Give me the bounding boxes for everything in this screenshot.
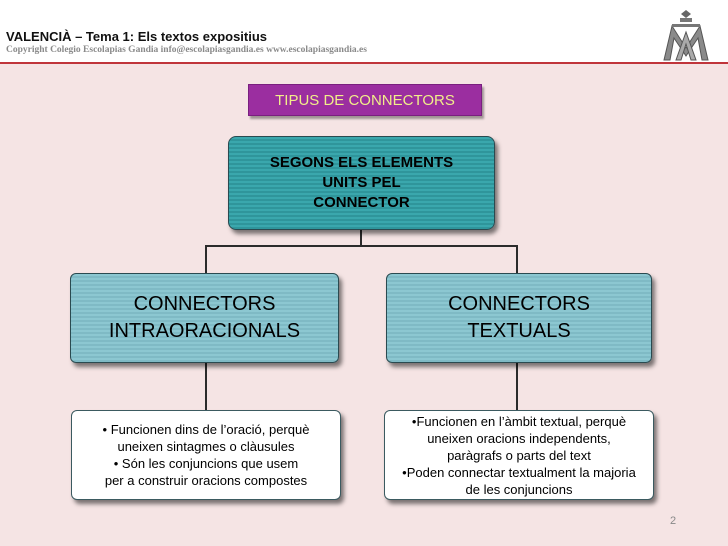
diagram-title: TIPUS DE CONNECTORS <box>248 84 482 116</box>
left-detail-1: • Funcionen dins de l’oració, perquè <box>102 422 310 437</box>
connector-root-down <box>360 228 362 246</box>
left-detail-4: per a construir oracions compostes <box>104 473 308 488</box>
left-heading-line-1: CONNECTORS <box>133 293 276 315</box>
right-detail-5: de les conjuncions <box>465 481 573 497</box>
textuals-details: •Funcionen en l’àmbit textual, perquè un… <box>384 410 654 500</box>
connector-left-leaf <box>205 361 207 410</box>
left-detail-2: uneixen sintagmes o clàusules <box>117 439 295 454</box>
right-detail-4: •Poden connectar textualment la majoria <box>402 464 636 480</box>
connector-horizontal <box>205 245 518 247</box>
right-detail-3: paràgrafs o parts del text <box>447 447 591 463</box>
connector-left-drop <box>205 245 207 273</box>
textuals-node: CONNECTORS TEXTUALS <box>386 273 652 363</box>
right-heading-line-2: TEXTUALS <box>467 320 571 342</box>
right-heading-line-1: CONNECTORS <box>448 293 590 315</box>
intraoracionals-node: CONNECTORS INTRAORACIONALS <box>70 273 339 363</box>
page-number: 2 <box>670 515 677 527</box>
copyright-text: Copyright Colegio Escolapias Gandia info… <box>6 45 367 55</box>
intraoracionals-details: • Funcionen dins de l’oració, perquè une… <box>71 410 341 500</box>
root-line-2: UNITS PEL <box>322 174 401 191</box>
header: VALENCIÀ – Tema 1: Els textos expositius… <box>0 0 728 61</box>
right-detail-1: •Funcionen en l’àmbit textual, perquè <box>411 413 627 429</box>
left-heading-line-2: INTRAORACIONALS <box>108 320 301 342</box>
root-node: SEGONS ELS ELEMENTS UNITS PEL CONNECTOR <box>228 136 495 230</box>
header-divider <box>0 62 728 64</box>
connector-right-drop <box>516 245 518 273</box>
root-line-3: CONNECTOR <box>313 194 410 211</box>
connector-right-leaf <box>516 361 518 410</box>
left-detail-3: • Són les conjuncions que usem <box>113 456 299 471</box>
school-logo-icon <box>663 10 709 61</box>
document-title: VALENCIÀ – Tema 1: Els textos expositius <box>6 29 268 44</box>
right-detail-2: uneixen oracions independents, <box>427 430 611 446</box>
root-line-1: SEGONS ELS ELEMENTS <box>269 154 454 171</box>
